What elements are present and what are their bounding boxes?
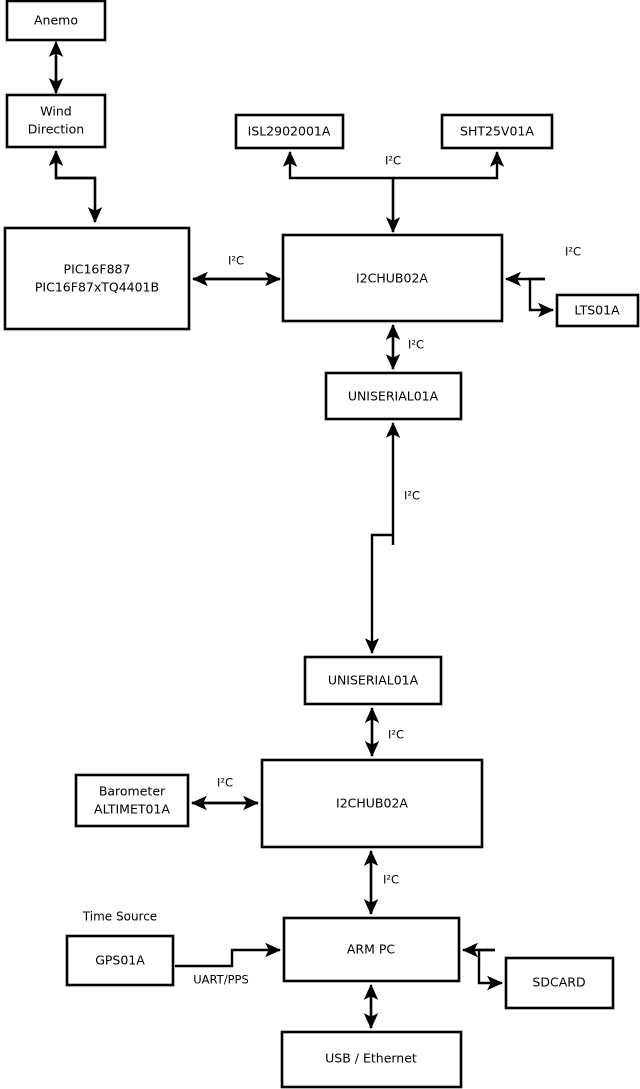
connection-arm-sdcard xyxy=(462,942,503,991)
block-sht25v01a-label: SHT25V01A xyxy=(460,124,534,139)
arrow-wind-to-pic xyxy=(54,155,103,223)
block-usb-ethernet[interactable]: USB / Ethernet xyxy=(280,1030,463,1089)
block-wind-direction[interactable]: Wind Direction xyxy=(5,93,107,149)
block-pic-mcu-label-line1: PIC16F887 xyxy=(64,262,131,277)
block-i2chub02a-bottom-rect[interactable] xyxy=(260,758,484,849)
block-usb-ethernet-rect[interactable] xyxy=(280,1030,463,1089)
connection-uniserial-uniserial xyxy=(364,422,401,654)
edge-labels-layer: I²C I²C I²C I²C I²C I²C I²C I²C UART/PPS xyxy=(193,154,581,987)
connections-layer xyxy=(48,41,554,1029)
block-uniserial01a-bottom[interactable]: UNISERIAL01A xyxy=(303,655,443,706)
block-uniserial01a-top-rect[interactable] xyxy=(324,371,463,421)
arrow-hub-to-isl xyxy=(282,151,395,232)
arrow-pic-to-wind xyxy=(48,150,97,222)
free-labels-layer: Time Source xyxy=(82,910,157,924)
edge-label-isl-sht-i2c: I²C xyxy=(385,154,401,168)
block-arm-pc-rect[interactable] xyxy=(282,916,461,983)
block-wind-direction-label-line2: Direction xyxy=(28,122,84,137)
block-barometer-label-line2: ALTIMET01A xyxy=(94,802,170,817)
block-i2chub02a-bottom-label: I2CHUB02A xyxy=(336,796,408,811)
block-sdcard-rect[interactable] xyxy=(504,956,615,1010)
block-uniserial01a-top[interactable]: UNISERIAL01A xyxy=(324,371,463,421)
block-i2chub02a-top-rect[interactable] xyxy=(281,233,504,323)
arrow-arm-to-sdcard xyxy=(477,948,503,991)
block-wind-direction-rect[interactable] xyxy=(5,93,107,149)
edge-label-baro-hub2-i2c: I²C xyxy=(217,776,233,790)
block-arm-pc-label: ARM PC xyxy=(347,942,396,957)
block-sht25v01a-rect[interactable] xyxy=(440,113,554,150)
block-gps01a-label: GPS01A xyxy=(95,953,145,968)
block-lts01a-label: LTS01A xyxy=(574,303,620,318)
block-usb-ethernet-label: USB / Ethernet xyxy=(325,1051,417,1066)
block-pic-mcu[interactable]: PIC16F887 PIC16F87xTQ4401B xyxy=(3,226,191,331)
block-lts01a-rect[interactable] xyxy=(555,293,640,328)
block-barometer-label-line1: Barometer xyxy=(99,784,166,799)
edge-label-pic-hub-i2c: I²C xyxy=(228,254,244,268)
edge-label-uniserial-hub2-i2c: I²C xyxy=(388,728,404,742)
block-arm-pc[interactable]: ARM PC xyxy=(282,916,461,983)
block-anemo-rect[interactable] xyxy=(5,0,107,42)
block-sdcard[interactable]: SDCARD xyxy=(504,956,615,1010)
block-uniserial01a-top-label: UNISERIAL01A xyxy=(348,389,439,404)
connection-pic-wind xyxy=(48,150,103,223)
edge-label-uniserial-link-i2c: I²C xyxy=(404,489,420,503)
block-lts01a[interactable]: LTS01A xyxy=(555,293,640,328)
label-time-source: Time Source xyxy=(82,910,157,924)
block-pic-mcu-label-line2: PIC16F87xTQ4401B xyxy=(35,280,159,295)
edge-label-hub-lts-i2c: I²C xyxy=(565,245,581,259)
edge-label-gps-arm-uart: UART/PPS xyxy=(193,973,249,987)
block-i2chub02a-bottom[interactable]: I2CHUB02A xyxy=(260,758,484,849)
block-wind-direction-label-line1: Wind xyxy=(40,104,71,119)
connection-hub-sensors xyxy=(282,151,505,233)
block-uniserial01a-bottom-rect[interactable] xyxy=(303,655,443,706)
block-barometer-altimet01a-rect[interactable] xyxy=(74,773,190,828)
block-sht25v01a[interactable]: SHT25V01A xyxy=(440,113,554,150)
block-uniserial01a-bottom-label: UNISERIAL01A xyxy=(328,673,419,688)
block-isl2902001a-label: ISL2902001A xyxy=(248,124,331,139)
edge-label-hub2-arm-i2c: I²C xyxy=(383,873,399,887)
block-isl2902001a[interactable]: ISL2902001A xyxy=(234,113,345,150)
block-gps01a-rect[interactable] xyxy=(65,934,175,987)
arrow-hub-to-lts xyxy=(528,277,554,318)
block-isl2902001a-rect[interactable] xyxy=(234,113,345,150)
block-pic-mcu-rect[interactable] xyxy=(3,226,191,331)
block-gps01a[interactable]: GPS01A xyxy=(65,934,175,987)
block-anemo[interactable]: Anemo xyxy=(5,0,107,42)
arrow-gps-to-arm xyxy=(175,942,281,968)
arrow-hub-to-sht xyxy=(393,151,505,180)
connection-gps-arm xyxy=(175,942,281,968)
block-i2chub02a-top-label: I2CHUB02A xyxy=(356,271,428,286)
connection-hub-lts xyxy=(505,271,554,318)
edge-label-hub-uniserial-i2c: I²C xyxy=(408,338,424,352)
block-sdcard-label: SDCARD xyxy=(532,975,585,990)
block-barometer-altimet01a[interactable]: Barometer ALTIMET01A xyxy=(74,773,190,828)
block-i2chub02a-top[interactable]: I2CHUB02A xyxy=(281,233,504,323)
arrow-down-to-uniserial-bottom xyxy=(364,533,393,654)
block-anemo-label: Anemo xyxy=(34,13,78,28)
